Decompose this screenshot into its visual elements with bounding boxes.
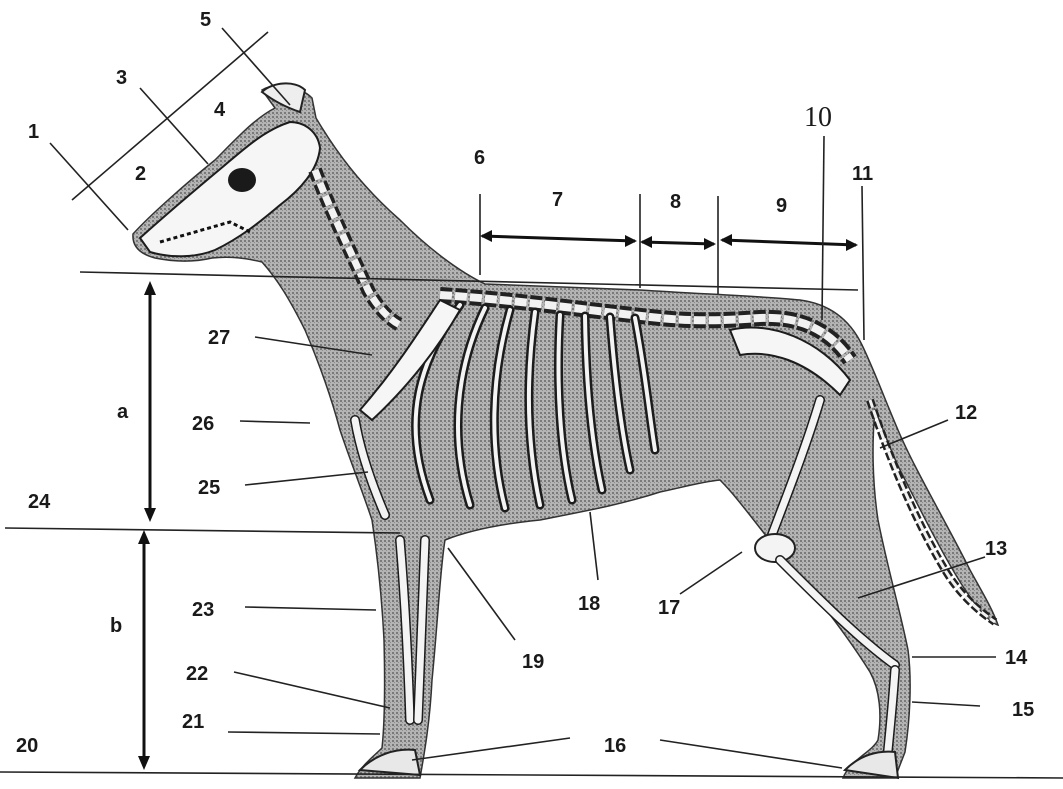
leader-26 — [240, 421, 310, 423]
ground-line — [0, 772, 1063, 778]
arrow-a-head-top — [144, 281, 156, 295]
label-b: b — [110, 615, 122, 637]
label-16: 16 — [604, 735, 626, 757]
label-1: 1 — [28, 121, 39, 143]
label-4: 4 — [214, 99, 226, 121]
elbow-line-reference — [5, 528, 400, 533]
label-13: 13 — [985, 538, 1007, 560]
label-23: 23 — [192, 599, 214, 621]
leader-10 — [822, 136, 824, 320]
arrow-b-head-top — [138, 530, 150, 544]
label-26: 26 — [192, 413, 214, 435]
arrow-7-head-right — [625, 235, 637, 247]
tail-set-vertical — [862, 186, 864, 340]
label-15: 15 — [1012, 699, 1034, 721]
label-14: 14 — [1005, 647, 1028, 669]
label-2: 2 — [135, 163, 146, 185]
stifle-joint — [755, 534, 795, 562]
arrow-7 — [482, 236, 635, 241]
label-12: 12 — [955, 402, 977, 424]
arrow-8-head-left — [640, 236, 652, 248]
label-18: 18 — [578, 593, 600, 615]
leader-18 — [590, 512, 598, 580]
front-paw — [360, 750, 420, 775]
arrow-8 — [642, 242, 714, 244]
arrow-a-head-bottom — [144, 508, 156, 522]
leader-1 — [50, 143, 128, 230]
label-8: 8 — [670, 191, 681, 213]
label-7: 7 — [552, 189, 563, 211]
label-11: 11 — [852, 163, 873, 185]
arrow-b-head-bottom — [138, 756, 150, 770]
label-9: 9 — [776, 195, 787, 217]
label-25: 25 — [198, 477, 220, 499]
leader-15 — [912, 702, 980, 706]
leader-19 — [448, 548, 515, 640]
leader-3 — [140, 88, 208, 164]
leader-21 — [228, 732, 380, 734]
eye-orbit — [228, 168, 256, 192]
label-5: 5 — [200, 9, 211, 31]
arrow-8-head-right — [704, 238, 716, 250]
label-6: 6 — [474, 147, 485, 169]
label-21: 21 — [182, 711, 204, 733]
label-3: 3 — [116, 67, 127, 89]
arrow-9-head-left — [720, 234, 732, 246]
leader-5 — [222, 28, 290, 105]
label-a: a — [117, 401, 129, 423]
leader-25 — [245, 472, 368, 485]
label-22: 22 — [186, 663, 208, 685]
label-24: 24 — [28, 491, 51, 513]
label-20: 20 — [16, 735, 38, 757]
label-10: 10 — [804, 102, 832, 133]
leader-22 — [234, 672, 390, 708]
arrow-7-head-left — [480, 230, 492, 242]
arrow-9 — [722, 240, 856, 245]
arrow-9-head-right — [846, 239, 858, 251]
leader-16-left — [412, 738, 570, 760]
label-19: 19 — [522, 651, 544, 673]
leader-17 — [680, 552, 742, 594]
label-27: 27 — [208, 327, 230, 349]
leader-16-right — [660, 740, 842, 768]
label-17: 17 — [658, 597, 680, 619]
leader-23 — [245, 607, 376, 610]
